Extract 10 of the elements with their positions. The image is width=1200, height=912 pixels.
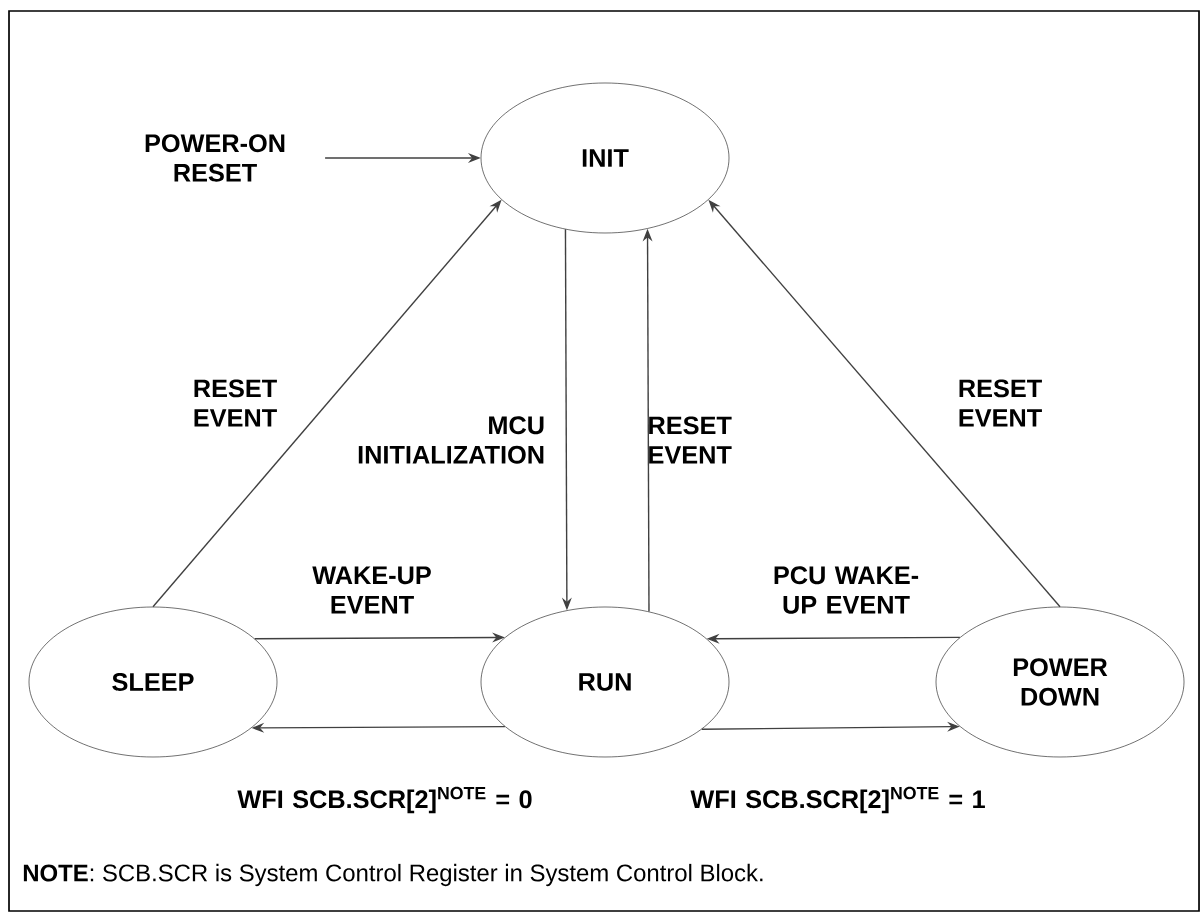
edge-label: RESET EVENT <box>194 379 277 427</box>
edge-label: RESET EVENT <box>649 416 732 464</box>
note: NOTE: SCB.SCR is System Control Register in System Control Block. <box>23 863 763 887</box>
edge-label: RESET EVENT <box>959 379 1042 427</box>
state-label: POWER-ON RESET <box>145 134 285 182</box>
edge-label: MCU INITIALIZATION <box>358 416 544 464</box>
edge-label: PCU WAKE-UP EVENT <box>774 566 919 614</box>
edge-label: WFI SCB.SCR[2]$^{NOTE}$ = 1 <box>690 786 985 814</box>
edge-label: WFI SCB.SCR[2]$^{NOTE}$ = 0 <box>237 786 532 814</box>
edge-label: WAKE-UP EVENT <box>312 566 431 614</box>
